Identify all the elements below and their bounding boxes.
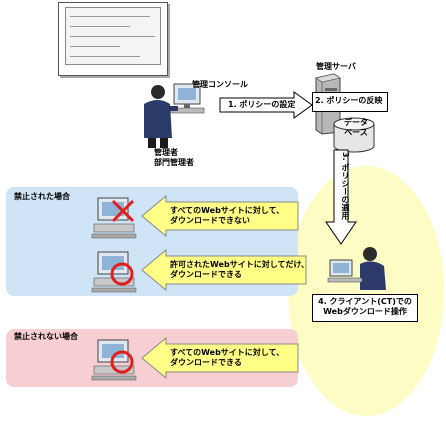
client-person-icon [327, 247, 386, 290]
step2-label: 2. ポリシーの反映 [315, 96, 383, 105]
step3-label: 3. ポリシーの適用 [341, 152, 350, 220]
message-2: 許可されたWebサイトに対してだけ、 ダウンロードできる [170, 260, 310, 279]
step1-arrow [219, 91, 313, 119]
callout-arrow-1 [141, 194, 299, 238]
forbidden-label: 禁止された場合 [14, 192, 70, 201]
server-label: 管理サーバ [316, 62, 356, 71]
admin-person-icon [144, 83, 205, 148]
allow-circle-icon [110, 350, 134, 374]
client-zone [288, 166, 444, 416]
allow-circle-icon [110, 262, 134, 286]
step2-box [312, 92, 388, 112]
block-cross-icon [111, 199, 135, 223]
callout-arrow-3 [141, 336, 299, 380]
step4-box [312, 294, 418, 322]
message-3: すべてのWebサイトに対して、 ダウンロードできる [170, 348, 285, 367]
not-forbidden-label: 禁止されない場合 [14, 332, 78, 341]
database-label: データ ベース [344, 118, 368, 137]
admin-label: 管理者 部門管理者 [154, 148, 194, 167]
console-window-thumbnail [58, 2, 168, 76]
step1-label: 1. ポリシーの設定 [228, 100, 296, 109]
step4-label: 4. クライアント(CT)での Webダウンロード操作 [318, 297, 412, 316]
database-icon [333, 117, 375, 153]
console-window-body [65, 7, 161, 65]
console-label: 管理コンソール [192, 80, 248, 89]
callout-arrow-2 [141, 248, 307, 292]
message-1: すべてのWebサイトに対して、 ダウンロードできない [170, 206, 285, 225]
step3-arrow [325, 149, 357, 245]
